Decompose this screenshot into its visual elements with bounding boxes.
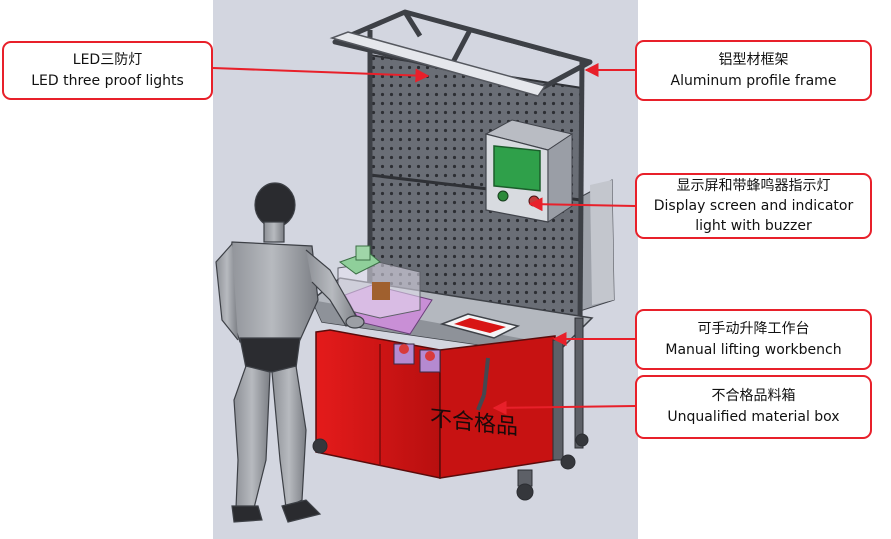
lift-crank-handle xyxy=(476,357,490,411)
callout-display-en-line1: Display screen and indicator xyxy=(653,198,854,214)
display-enclosure xyxy=(484,119,574,223)
callout-frame: 铝型材框架 Aluminum profile frame xyxy=(635,40,872,101)
operator-mannequin xyxy=(215,182,365,523)
indicator-light xyxy=(497,190,509,202)
workbench-legs xyxy=(312,317,589,501)
callout-reject-box-en: Unqualified material box xyxy=(667,409,840,425)
side-control-box xyxy=(574,179,615,313)
callout-display-zh: 显示屏和带蜂鸣器指示灯 xyxy=(676,178,831,194)
arrow-display xyxy=(528,197,636,212)
callout-display-en-line2: light with buzzer xyxy=(695,218,812,234)
control-buttons xyxy=(393,343,441,373)
callout-workbench: 可手动升降工作台 Manual lifting workbench xyxy=(635,309,872,370)
callout-reject-box-zh: 不合格品料箱 xyxy=(711,388,796,404)
callout-workbench-zh: 可手动升降工作台 xyxy=(697,320,810,337)
callout-led-lights-en: LED three proof lights xyxy=(31,72,184,89)
callout-frame-en: Aluminum profile frame xyxy=(670,72,837,89)
callout-display: 显示屏和带蜂鸣器指示灯 Display screen and indicator… xyxy=(635,173,872,239)
callout-frame-zh: 铝型材框架 xyxy=(718,51,789,68)
callout-reject-box: 不合格品料箱 Unqualified material box xyxy=(635,375,872,439)
callout-workbench-en: Manual lifting workbench xyxy=(665,341,842,358)
led-light-bar xyxy=(329,31,547,97)
assembly-fixture xyxy=(337,245,433,335)
callout-led-lights-zh: LED三防灯 xyxy=(72,51,143,68)
arrow-led-lights xyxy=(212,67,430,83)
callout-led-lights: LED三防灯 LED three proof lights xyxy=(2,41,213,100)
display-screen xyxy=(493,145,541,192)
arrow-reject-box xyxy=(492,400,636,415)
callout-arrows xyxy=(212,63,636,415)
